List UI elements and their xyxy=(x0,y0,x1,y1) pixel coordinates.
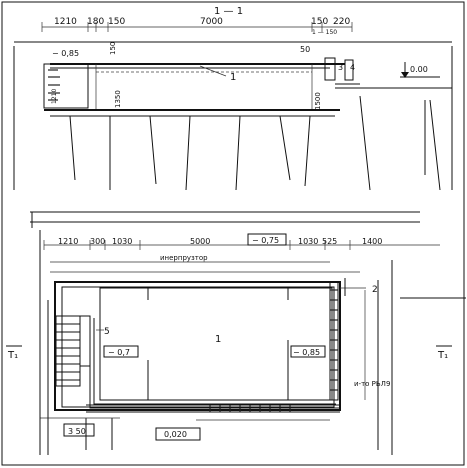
section-item-1: 1 xyxy=(230,72,236,83)
plan-dim-1030: 1030 xyxy=(112,237,132,246)
plan-item-1: 1 xyxy=(215,334,221,345)
plan-level-box: − 0,75 xyxy=(252,236,279,245)
plan-dim-300: 300 xyxy=(90,237,105,246)
section-level-right: 0.00 xyxy=(410,65,428,74)
section-dim-1500: 1500 xyxy=(314,92,322,110)
section-item-3: 3 xyxy=(338,63,343,72)
section-dim-220: 220 xyxy=(333,17,350,27)
plan-subtext: инерпрузтор xyxy=(160,254,208,262)
plan-dim-1210: 1210 xyxy=(58,237,78,246)
section-dim-7000: 7000 xyxy=(200,17,223,27)
plan-dim-1400: 1400 xyxy=(362,237,382,246)
plan-level-left: − 0,7 xyxy=(108,348,130,357)
plan-item-2: 2 xyxy=(372,285,378,295)
section-dim-150-vertical: 150 xyxy=(109,42,117,55)
section-dim-1350: 1350 xyxy=(114,90,122,108)
section-dim-1210: 1210 xyxy=(54,17,77,27)
section-view: 1 — 1 1210 180 150 7000 150 220 1 — 150 … xyxy=(13,6,453,191)
plan-view: 1210 300 1030 5000 1030 525 1400 − 0,75 … xyxy=(6,230,466,455)
section-dim-150b: 150 xyxy=(311,17,328,27)
plan-level-bottom: 0,020 xyxy=(164,430,187,439)
plan-dim-5000: 5000 xyxy=(190,237,210,246)
section-dim-150: 150 xyxy=(108,17,125,27)
section-left-dims: 1210 xyxy=(51,89,58,104)
section-dim-right-small: 1 — 150 xyxy=(312,29,337,36)
plan-dim-1030b: 1030 xyxy=(298,237,318,246)
plan-cut-mark-left: T₁ xyxy=(7,350,18,361)
section-dim-50: 50 xyxy=(300,45,310,54)
plan-level-right: − 0,85 xyxy=(293,348,320,357)
plan-dim-525: 525 xyxy=(322,237,337,246)
section-level-left: − 0,85 xyxy=(52,49,79,58)
section-dim-180: 180 xyxy=(87,17,104,27)
plan-note-right: и-то РЬЛ9 xyxy=(354,380,390,388)
section-cut-label: 1 — 1 xyxy=(214,6,243,17)
plan-item-5: 5 xyxy=(104,327,110,337)
plan-box-bottom-left: 3 50 xyxy=(68,427,86,436)
plan-cut-mark-right: T₁ xyxy=(437,350,448,361)
